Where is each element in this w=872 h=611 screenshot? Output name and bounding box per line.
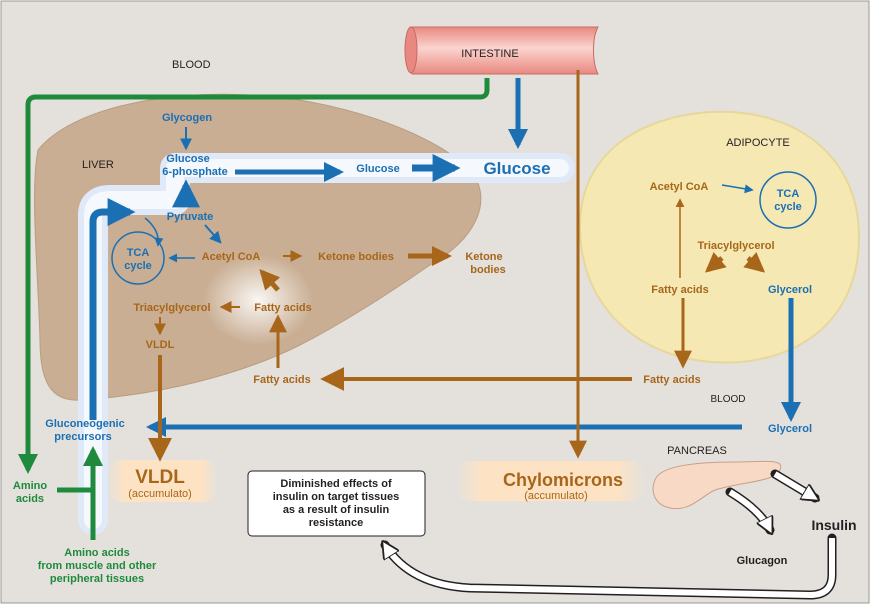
blood-label-right: BLOOD <box>710 394 745 405</box>
glycerol-blood-label: Glycerol <box>768 423 812 435</box>
ketone-bodies-liver-label: Ketone bodies <box>318 251 394 263</box>
triacylglycerol-adipocyte-label: Triacylglycerol <box>697 240 774 252</box>
adipo-tg-to-glycerol-arrow <box>743 251 766 273</box>
ketone-bodies-out-label-1: Ketone <box>465 251 502 263</box>
intestine-end <box>404 26 418 74</box>
glycerol-adipocyte-label: Glycerol <box>768 284 812 296</box>
gluconeogenic-label-1: Gluconeogenic <box>45 418 124 430</box>
fatty-acids-liver-label: Fatty acids <box>254 302 311 314</box>
tca-adipocyte-label-2: cycle <box>774 201 802 213</box>
adipo-acetylcoa-tca-arrow <box>721 184 754 194</box>
amino-acids-bottom-label-3: peripheral tissues <box>50 573 144 585</box>
amino-acids-left-label-2: acids <box>16 493 44 505</box>
ketone-bodies-out-label-2: bodies <box>470 264 505 276</box>
insulin-resistance-line-1: Diminished effects of <box>280 478 392 490</box>
insulin-resistance-line-4: resistance <box>309 517 363 529</box>
glucose-small-label: Glucose <box>356 163 399 175</box>
insulin-feedback-arrow-inner <box>385 538 835 599</box>
insulin-label: Insulin <box>811 517 856 533</box>
vldl-big-label: VLDL <box>135 467 185 488</box>
insulin-arrow-inner <box>773 471 815 498</box>
insulin-resistance-line-3: as a result of insulin <box>283 504 390 516</box>
glucose-big-label: Glucose <box>483 159 550 178</box>
chylomicrons-glow <box>455 461 645 501</box>
vldl-accum-label: (accumulato) <box>128 488 192 500</box>
adipo-tg-to-fattyacids-arrow <box>704 251 727 273</box>
insulin-resistance-line-2: insulin on target tissues <box>273 491 400 503</box>
vldl-glow <box>108 460 218 502</box>
glucagon-arrow-inner <box>728 489 770 530</box>
chylomicrons-accum-label: (accumulato) <box>524 490 588 502</box>
insulin-resistance-box <box>247 470 426 537</box>
fatty-acids-adipocyte-label: Fatty acids <box>651 284 708 296</box>
amino-acids-bottom-label-2: from muscle and other <box>38 560 157 572</box>
liver-label: LIVER <box>82 159 114 171</box>
acetyl-coa-liver-label: Acetyl CoA <box>202 251 261 263</box>
intestine-label: INTESTINE <box>461 48 518 60</box>
fatty-acids-out-label: Fatty acids <box>643 374 700 386</box>
tca-liver-label-2: cycle <box>124 260 152 272</box>
chylomicrons-label: Chylomicrons <box>503 470 623 490</box>
glucose-6-phosphate-label-1: Glucose <box>166 153 209 165</box>
pyruvate-label: Pyruvate <box>167 211 213 223</box>
gluconeogenic-label-2: precursors <box>54 431 111 443</box>
amino-acids-from-intestine-arrow <box>18 78 490 474</box>
liver-glow <box>203 255 313 345</box>
vldl-liver-label: VLDL <box>146 339 175 351</box>
glycogen-label: Glycogen <box>162 112 212 124</box>
glucose-6-phosphate-label-2: 6-phosphate <box>162 166 227 178</box>
pancreas-label: PANCREAS <box>667 445 727 457</box>
tca-adipocyte-label-1: TCA <box>777 188 800 200</box>
fatty-acids-blood-label: Fatty acids <box>253 374 310 386</box>
tca-cycle-liver <box>111 231 165 285</box>
glucagon-label: Glucagon <box>737 555 788 567</box>
blood-label-top: BLOOD <box>172 59 211 71</box>
pancreas-organ <box>652 460 782 510</box>
pyruvate-to-acetylcoa-arrow <box>204 224 222 244</box>
acetyl-coa-adipocyte-label: Acetyl CoA <box>650 181 709 193</box>
amino-acids-bottom-label-1: Amino acids <box>64 547 129 559</box>
amino-acids-left-label-1: Amino <box>13 480 48 492</box>
fattyacids-to-acetylcoa-arrow <box>259 269 281 292</box>
adipocyte-cell <box>578 110 860 364</box>
gluconeogenesis-arrow <box>89 198 136 420</box>
triacylglycerol-liver-label: Triacylglycerol <box>133 302 210 314</box>
pyruvate-tca-arrow <box>144 217 164 247</box>
tca-cycle-adipocyte <box>759 171 817 229</box>
tca-liver-label-1: TCA <box>127 247 150 259</box>
adipocyte-label: ADIPOCYTE <box>726 137 790 149</box>
